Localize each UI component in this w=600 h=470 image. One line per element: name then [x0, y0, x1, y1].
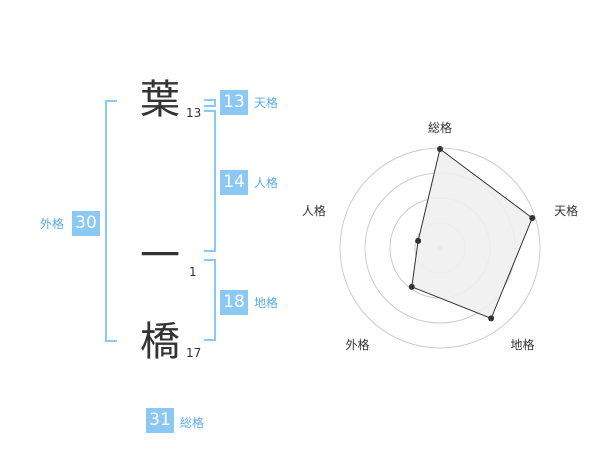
stroke-count-3: 17: [186, 346, 202, 360]
radar-point-3: [488, 315, 495, 322]
radar-point-2: [529, 215, 536, 222]
soukaku-label: 総格: [180, 416, 205, 430]
name-char-3: 橋: [140, 319, 180, 365]
jinkaku-value-badge: 14: [220, 170, 248, 195]
name-char-1: 葉: [140, 77, 180, 123]
radar-axis-label: 外格: [345, 337, 369, 352]
jinkaku-bracket: [204, 110, 216, 252]
jinkaku-label: 人格: [254, 176, 279, 190]
stroke-count-1: 13: [186, 106, 202, 120]
gaikaku-label: 外格: [40, 217, 65, 231]
stroke-count-2: 1: [189, 265, 197, 279]
tenkaku-bracket: [204, 99, 216, 107]
gaikaku-value-badge: 30: [72, 211, 100, 236]
chikaku-bracket: [204, 259, 216, 341]
radar-point-4: [408, 283, 415, 290]
radar-axis-label: 総格: [428, 120, 452, 135]
tenkaku-label: 天格: [254, 96, 279, 110]
gaikaku-bracket: [105, 100, 117, 342]
radar-axis-label: 人格: [302, 203, 326, 218]
radar-series-area: [411, 148, 533, 320]
radar-axis-label: 天格: [554, 203, 578, 218]
radar-point-1: [437, 146, 443, 152]
chikaku-value-badge: 18: [220, 290, 248, 315]
tenkaku-value-badge: 13: [220, 90, 248, 115]
radar-point-5: [415, 237, 422, 244]
soukaku-value-badge: 31: [146, 408, 174, 433]
radar-axis-label: 地格: [511, 337, 535, 352]
chikaku-label: 地格: [254, 296, 279, 310]
name-char-2: 一: [140, 233, 180, 279]
